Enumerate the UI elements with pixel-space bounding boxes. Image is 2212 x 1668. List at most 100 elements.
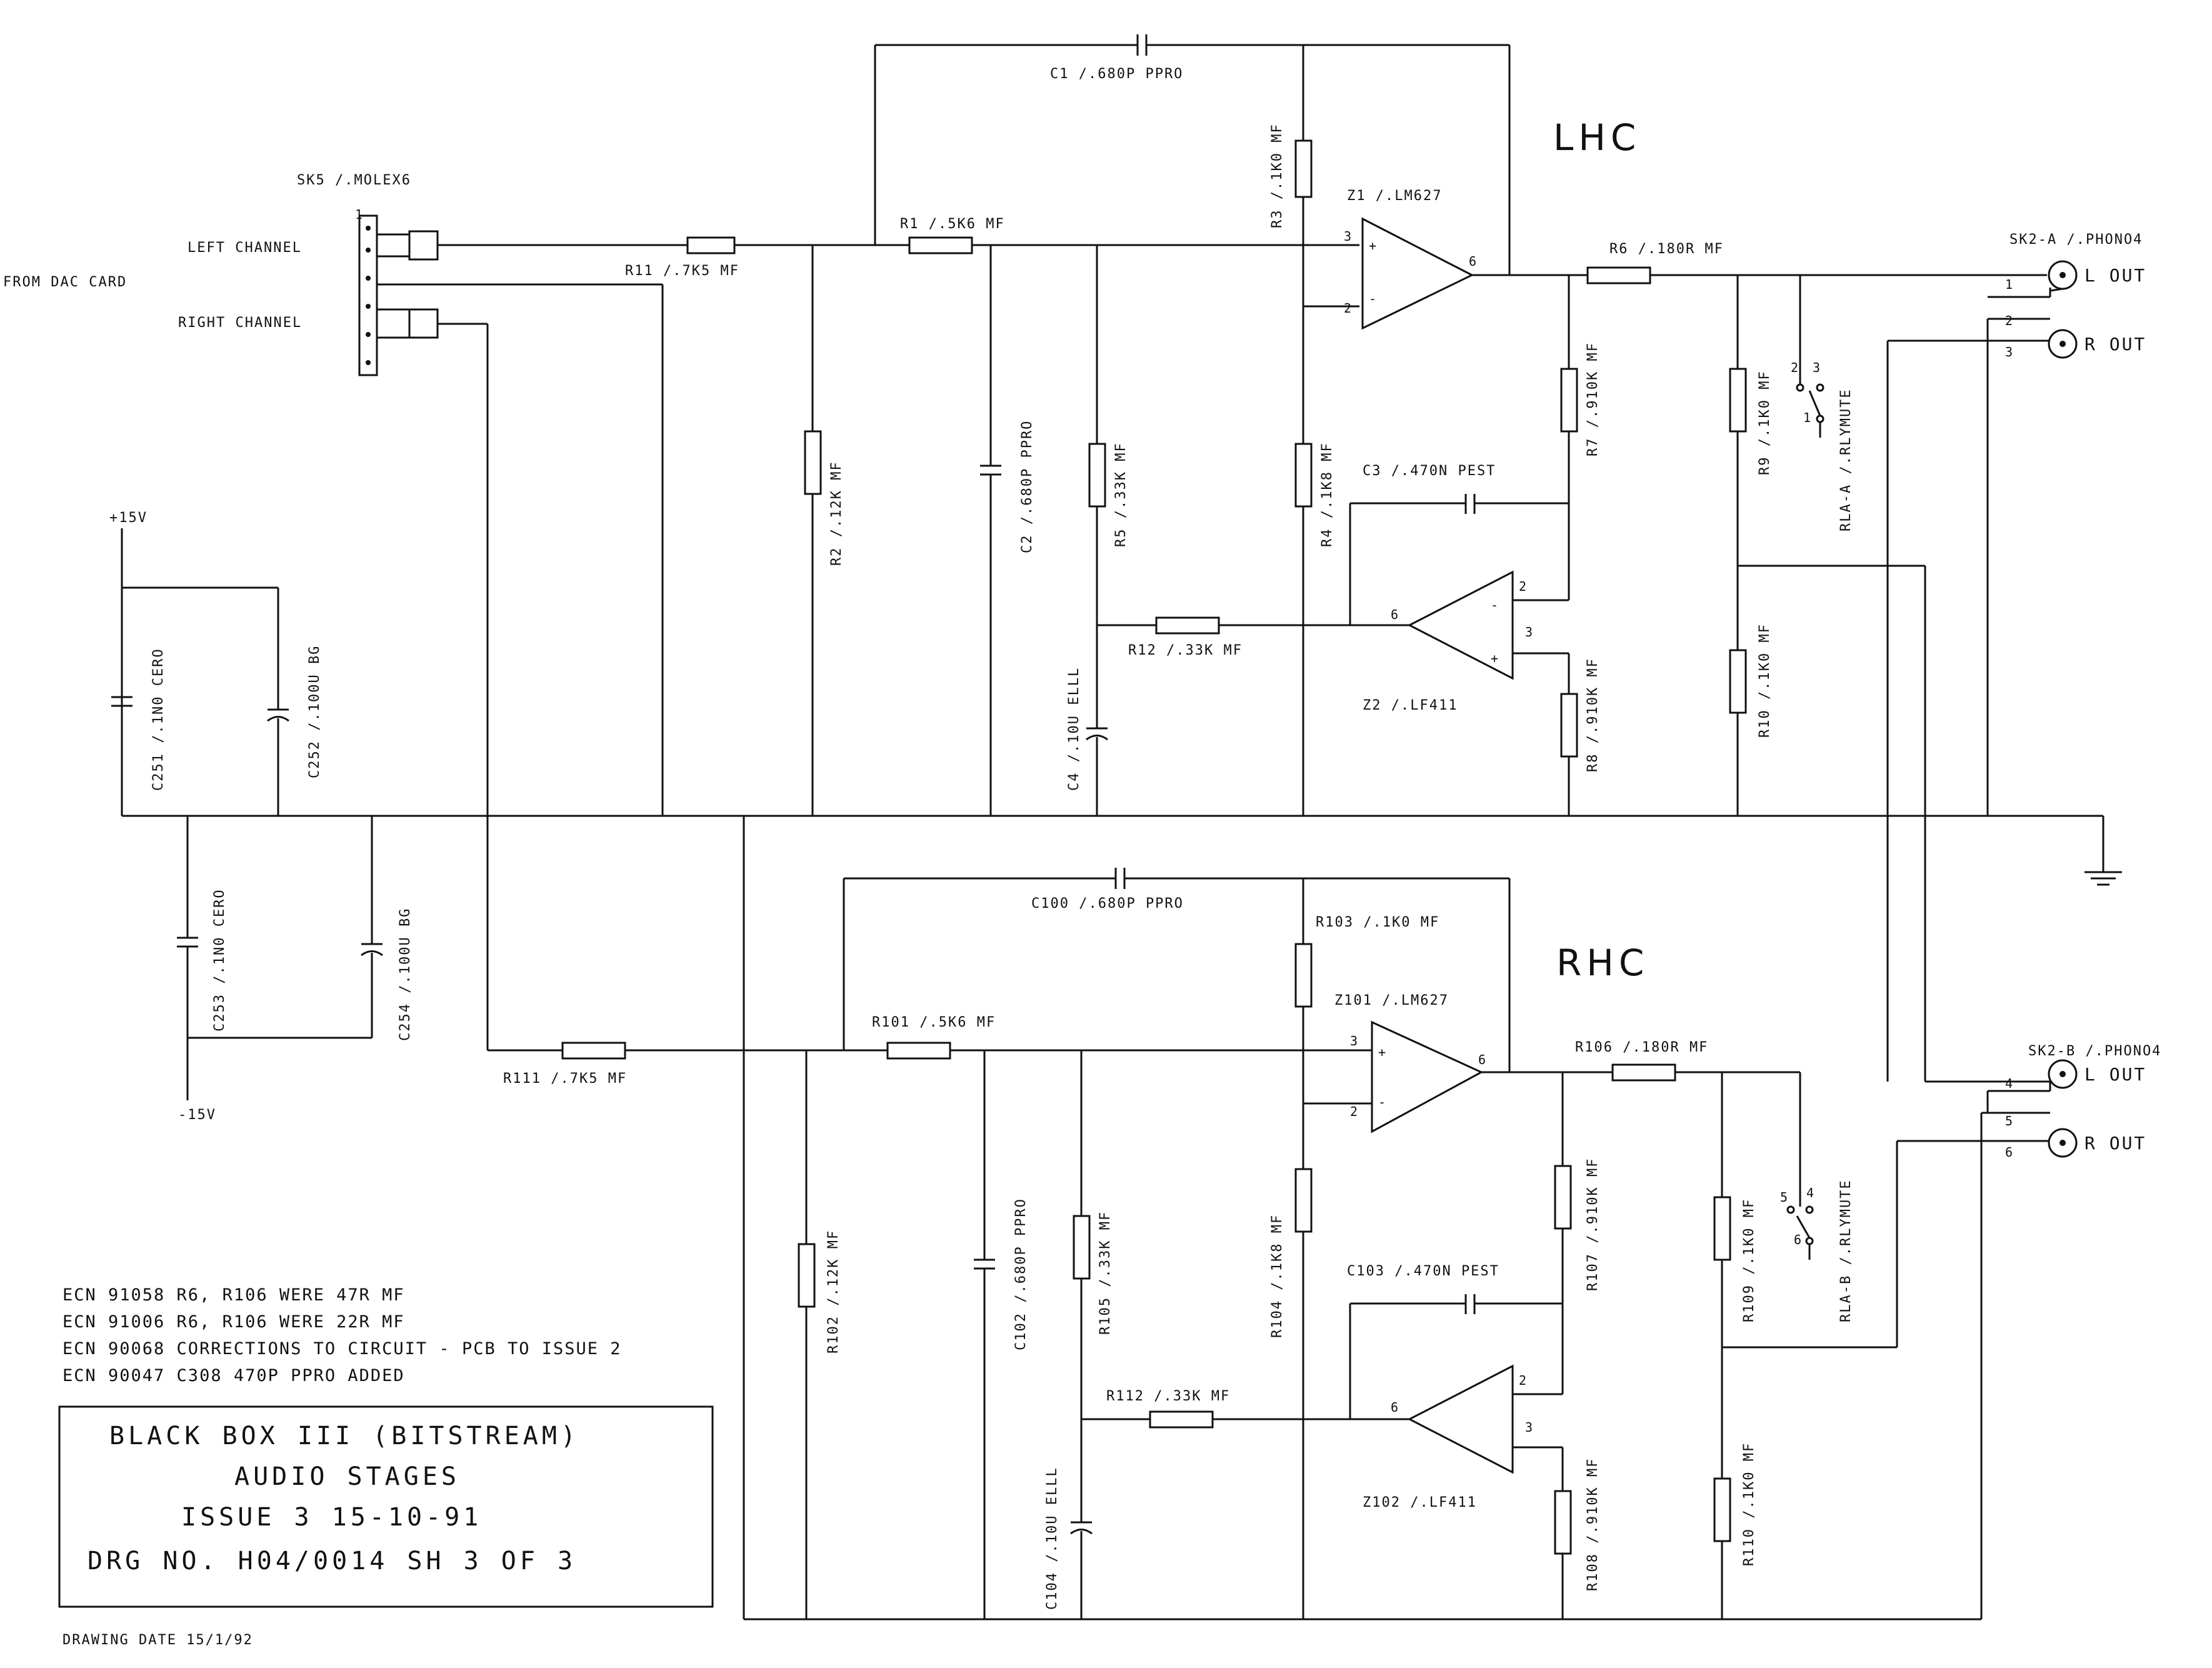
l-out-a-label: L OUT: [2084, 265, 2146, 286]
z1-pin-plus: +: [1369, 238, 1376, 253]
z2-pin-plus: +: [1491, 651, 1498, 666]
sk2a-pin-2: 2: [2005, 313, 2013, 328]
z1-pin-2: 2: [1344, 301, 1351, 316]
r10-label: R10 /.1K0 MF: [1757, 623, 1773, 738]
r4-resistor: [1294, 443, 1313, 508]
r109-label: R109 /.1K0 MF: [1741, 1198, 1757, 1322]
z102-label: Z102 /.LF411: [1363, 1495, 1477, 1510]
r107-label: R107 /.910K MF: [1585, 1158, 1601, 1291]
sk2b-pin-5: 5: [2005, 1113, 2013, 1128]
r112-resistor: [1149, 1410, 1214, 1429]
z101-opamp: [1371, 1020, 1484, 1133]
c103-label: C103 /.470N PEST: [1347, 1264, 1499, 1279]
r9-label: R9 /.1K0 MF: [1757, 370, 1773, 475]
sk5-pin-1: 1: [355, 207, 363, 222]
z101-pin-2: 2: [1350, 1104, 1358, 1119]
r111-resistor: [561, 1042, 626, 1060]
z101-label: Z101 /.LM627: [1334, 993, 1449, 1008]
r4-label: R4 /.1K8 MF: [1319, 442, 1335, 547]
r5-resistor: [1088, 443, 1106, 508]
r1-resistor: [908, 236, 973, 254]
rla-pin-1: 1: [1803, 410, 1811, 425]
r10-resistor: [1729, 649, 1747, 714]
rhc-wiring: [438, 323, 2051, 1620]
z2-label: Z2 /.LF411: [1363, 698, 1458, 713]
z102-pin-2: 2: [1519, 1373, 1526, 1388]
rlb-pin-4: 4: [1806, 1185, 1814, 1200]
r106-resistor: [1611, 1063, 1676, 1082]
r111-label: R111 /.7K5 MF: [503, 1071, 627, 1087]
r3-label: R3 /.1K0 MF: [1269, 123, 1285, 228]
sk2b-label: SK2-B /.PHONO4: [2028, 1043, 2161, 1059]
rhc-title: RHC: [1556, 942, 1649, 984]
l-out-b-label: L OUT: [2084, 1064, 2146, 1085]
lhc-title: LHC: [1553, 116, 1641, 159]
z102-opamp: [1407, 1364, 1514, 1474]
sk2a-jacks: [2048, 260, 2078, 359]
r109-resistor: [1713, 1196, 1731, 1261]
r5-label: R5 /.33K MF: [1113, 442, 1129, 547]
r1-label: R1 /.5K6 MF: [900, 216, 1005, 232]
c102-label: C102 /.680P PPRO: [1013, 1198, 1029, 1350]
z1-pin-6: 6: [1469, 254, 1476, 269]
r103-resistor: [1294, 943, 1313, 1008]
ground-bus: [122, 815, 2122, 886]
source-label: FROM DAC CARD: [3, 274, 127, 290]
r6-resistor: [1586, 266, 1651, 284]
rlb-contact-4: [1805, 1205, 1814, 1214]
r2-resistor: [804, 430, 822, 495]
sk2b-pin-6: 6: [2005, 1145, 2013, 1160]
right-channel-label: RIGHT CHANNEL: [178, 315, 302, 331]
title-block: BLACK BOX III (BITSTREAM) AUDIO STAGES I…: [58, 1405, 714, 1608]
rla-pin-3: 3: [1813, 360, 1820, 375]
z101-pin-6: 6: [1478, 1052, 1486, 1067]
c251-label: C251 /.1N0 CERO: [151, 648, 166, 791]
sk2a-pin-3: 3: [2005, 344, 2013, 359]
z101-pin-plus: +: [1378, 1045, 1386, 1060]
r7-resistor: [1560, 368, 1578, 433]
rla-pin-2: 2: [1791, 360, 1798, 375]
r110-label: R110 /.1K0 MF: [1741, 1442, 1757, 1566]
z2-pin-3: 3: [1525, 625, 1533, 640]
r9-resistor: [1729, 368, 1747, 433]
ecn-note: ECN 91006 R6, R106 WERE 22R MF: [63, 1312, 405, 1332]
r12-resistor: [1155, 616, 1220, 635]
r11-resistor: [686, 236, 736, 254]
c254-label: C254 /.100U BG: [398, 908, 413, 1041]
z2-pin-2: 2: [1519, 579, 1526, 594]
sk5-label: SK5 /.MOLEX6: [297, 173, 411, 188]
r105-label: R105 /.33K MF: [1098, 1211, 1113, 1335]
ecn-note: ECN 90047 C308 470P PPRO ADDED: [63, 1366, 405, 1385]
r101-label: R101 /.5K6 MF: [872, 1015, 996, 1030]
z101-pin-3: 3: [1350, 1033, 1358, 1048]
c1-label: C1 /.680P PPRO: [1050, 66, 1183, 82]
title-line-2: AUDIO STAGES: [234, 1462, 460, 1491]
rla-contact-1: [1816, 414, 1824, 423]
rlb-pin-6: 6: [1794, 1232, 1801, 1247]
ecn-note: ECN 90068 CORRECTIONS TO CIRCUIT - PCB T…: [63, 1339, 622, 1359]
rla-contact-2: [1796, 383, 1804, 392]
c4-label: C4 /.10U ELLL: [1066, 667, 1082, 791]
sk5-connector: [358, 214, 664, 816]
ecn-notes: ECN 91058 R6, R106 WERE 47R MF ECN 91006…: [63, 1285, 622, 1385]
left-channel-label: LEFT CHANNEL: [188, 240, 302, 256]
neg-supply-label: -15V: [178, 1107, 216, 1123]
r108-resistor: [1554, 1490, 1572, 1555]
sk2b-jacks: [2048, 1059, 2078, 1158]
c252-label: C252 /.100U BG: [307, 645, 323, 778]
rla-contact-3: [1816, 383, 1824, 392]
z102-pin-6: 6: [1391, 1400, 1398, 1415]
z101-pin-minus: -: [1378, 1095, 1386, 1110]
r-out-a-label: R OUT: [2084, 334, 2146, 354]
r103-label: R103 /.1K0 MF: [1316, 915, 1439, 930]
r2-label: R2 /.12K MF: [829, 461, 844, 566]
r102-label: R102 /.12K MF: [826, 1230, 841, 1354]
rlb-pin-5: 5: [1780, 1190, 1788, 1205]
r106-label: R106 /.180R MF: [1575, 1040, 1708, 1055]
z2-opamp: [1407, 570, 1514, 680]
r104-resistor: [1294, 1168, 1313, 1233]
z1-opamp: [1361, 217, 1474, 330]
title-line-3: ISSUE 3 15-10-91: [181, 1503, 482, 1532]
z1-pin-3: 3: [1344, 229, 1351, 244]
